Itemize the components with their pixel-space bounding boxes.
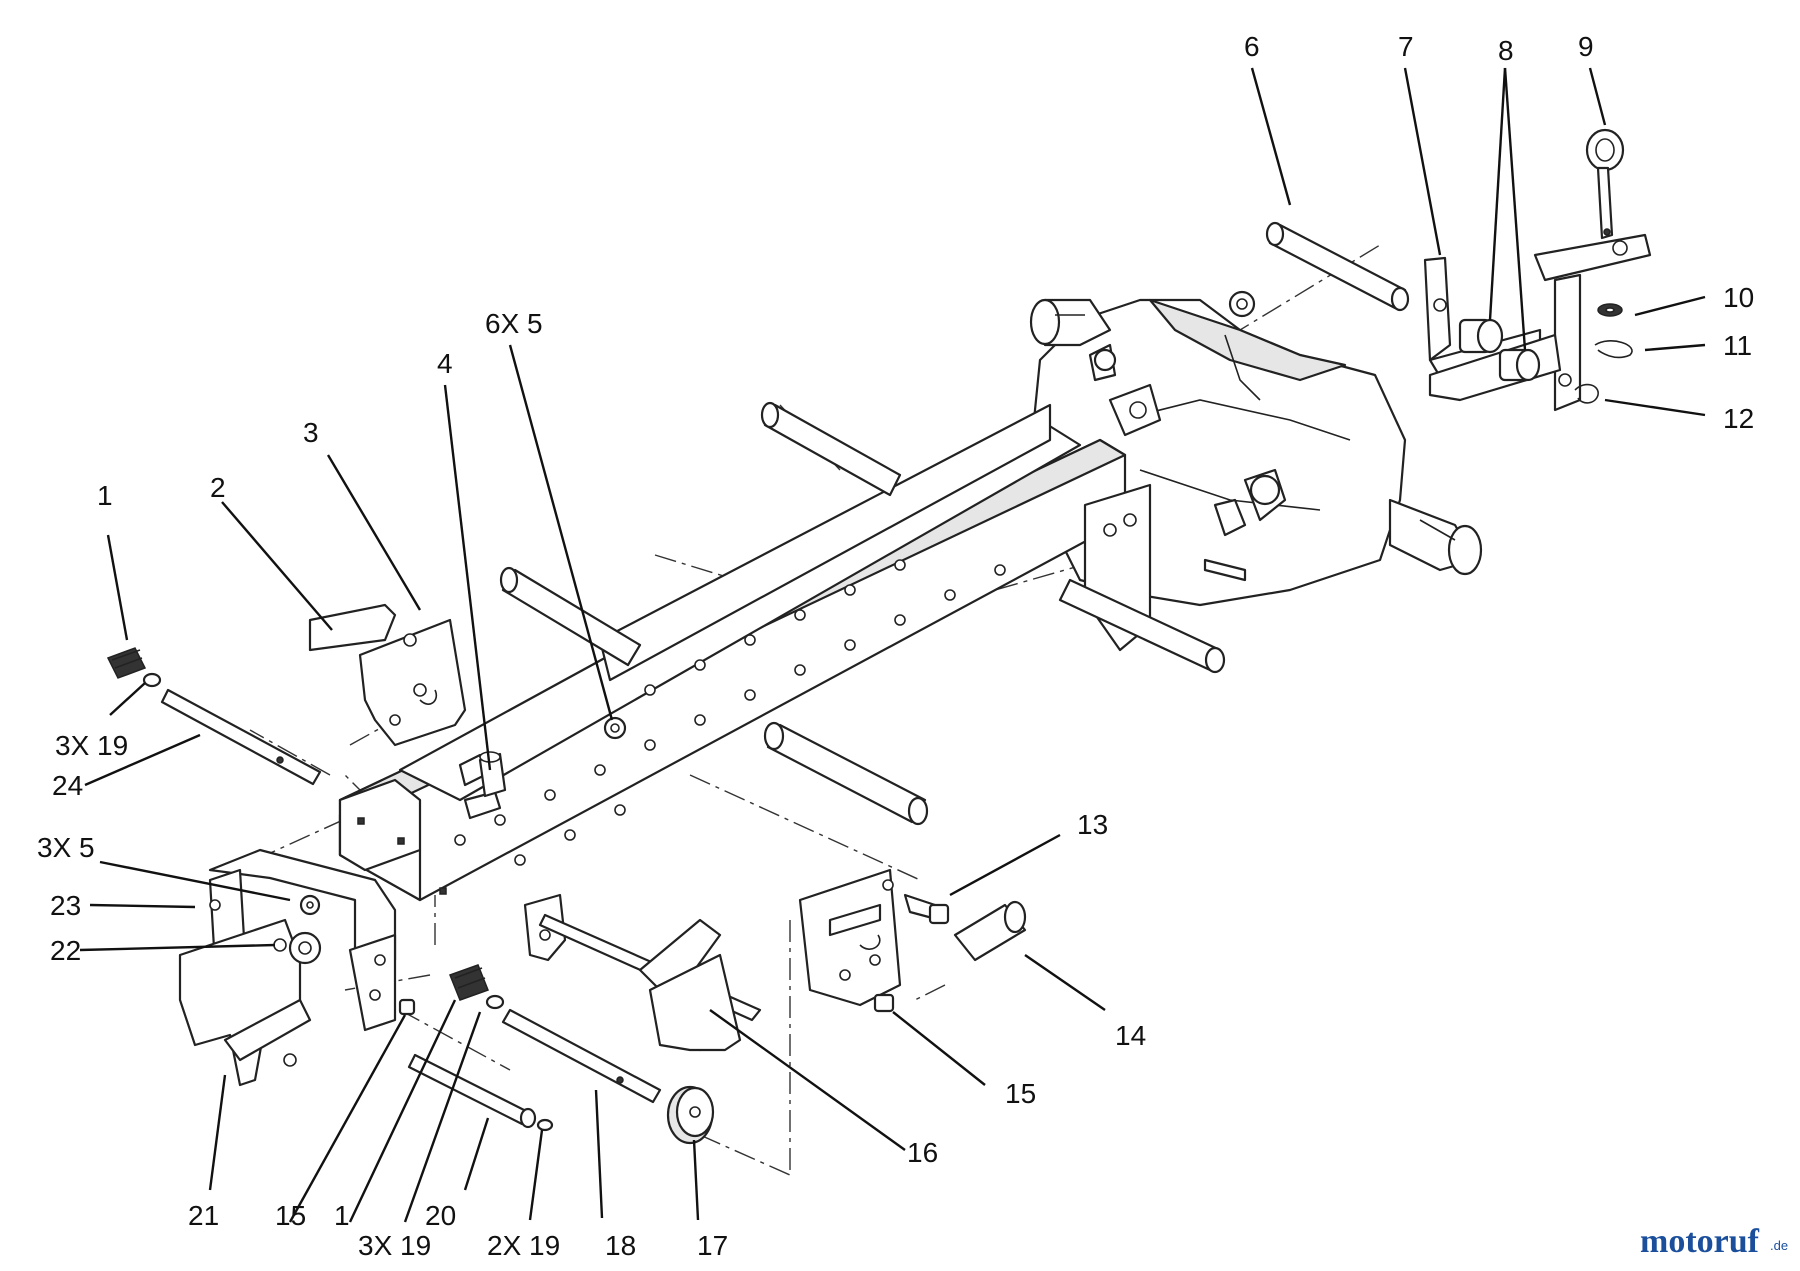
callout-20: 20	[425, 1200, 456, 1231]
callout-3x19-lower: 3X 19	[358, 1230, 431, 1261]
callout-8: 8	[1498, 35, 1514, 66]
nut-6x5	[603, 716, 627, 740]
callout-3: 3	[303, 417, 319, 448]
callout-15-right: 15	[1005, 1078, 1036, 1109]
watermark-suffix: .de	[1770, 1238, 1788, 1253]
front-bracket	[178, 848, 416, 1087]
pin-6	[1265, 221, 1410, 312]
callout-3x5: 3X 5	[37, 832, 95, 863]
bolt-4	[463, 751, 507, 820]
callout-6x5: 6X 5	[485, 308, 543, 339]
callout-2x19: 2X 19	[487, 1230, 560, 1261]
watermark-brand: motoruf	[1640, 1223, 1760, 1260]
watermark-logo: motoruf .de	[1640, 1223, 1788, 1260]
callout-7: 7	[1398, 31, 1414, 62]
callout-14: 14	[1115, 1020, 1146, 1051]
callout-9: 9	[1578, 31, 1594, 62]
callout-24: 24	[52, 770, 83, 801]
callout-18: 18	[605, 1230, 636, 1261]
callout-12: 12	[1723, 403, 1754, 434]
callout-2: 2	[210, 472, 226, 503]
callout-10: 10	[1723, 282, 1754, 313]
pulley-17	[666, 1085, 715, 1145]
side-bracket-15	[798, 868, 1027, 1013]
callout-22: 22	[50, 935, 81, 966]
spring-rod-24	[106, 647, 322, 786]
pivot-bracket-3	[308, 603, 467, 747]
callout-16: 16	[907, 1137, 938, 1168]
lever-16	[523, 893, 762, 1052]
cross-shafts	[499, 401, 1226, 826]
callout-1-upper: 1	[97, 480, 113, 511]
rail-holes	[454, 559, 1006, 866]
frame-rails	[338, 403, 1152, 902]
hitch-plate-8	[1428, 233, 1652, 412]
callout-23: 23	[50, 890, 81, 921]
callout-labels: 1 2 3 4 6X 5 6 7 8 9 10 11 12 13 14 15 1…	[37, 31, 1754, 1261]
spring-rod-18	[449, 964, 662, 1104]
callout-4: 4	[437, 348, 453, 379]
callout-13: 13	[1077, 809, 1108, 840]
callout-3x19-upper: 3X 19	[55, 730, 128, 761]
callout-21: 21	[188, 1200, 219, 1231]
callout-17: 17	[697, 1230, 728, 1261]
leader-lines	[79, 67, 1706, 1223]
callout-6: 6	[1244, 31, 1260, 62]
hitch-pin-9	[1585, 128, 1625, 240]
callout-1-lower: 1	[334, 1200, 350, 1231]
small-hardware	[1574, 303, 1633, 404]
callout-15-left: 15	[275, 1200, 306, 1231]
callout-11: 11	[1723, 330, 1752, 361]
pin-20	[407, 1053, 554, 1132]
